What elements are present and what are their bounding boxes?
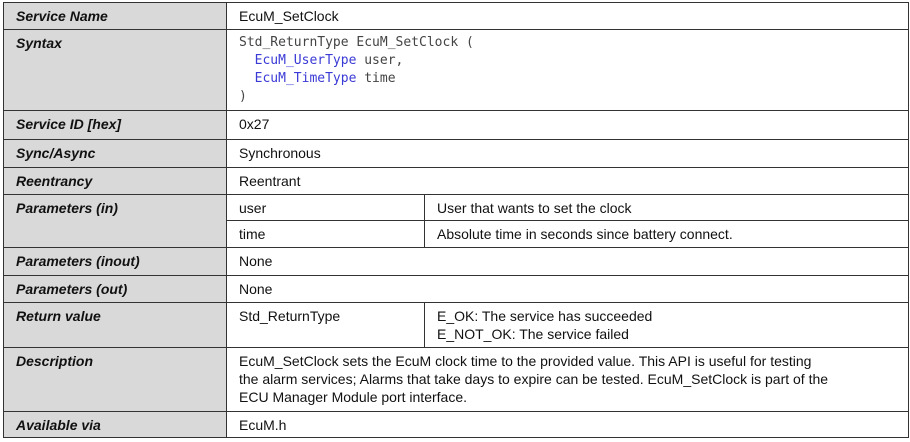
value-service-id: 0x27	[226, 110, 909, 140]
label-sync-async: Sync/Async	[3, 139, 227, 168]
syntax-line-param-user: EcuM_UserType user,	[239, 52, 896, 70]
label-service-name: Service Name	[3, 2, 227, 30]
row-params-inout: Parameters (inout) None	[3, 247, 909, 276]
row-params-in-user: Parameters (in) user User that wants to …	[3, 194, 909, 248]
param-in-name: user	[226, 194, 425, 221]
value-reentrancy: Reentrant	[226, 167, 909, 195]
value-description: EcuM_SetClock sets the EcuM clock time t…	[226, 347, 909, 412]
row-available-via: Available via EcuM.h	[3, 411, 909, 438]
param-in-desc: User that wants to set the clock	[424, 194, 909, 221]
description-line: EcuM_SetClock sets the EcuM clock time t…	[239, 353, 812, 369]
syntax-line-param-time: EcuM_TimeType time	[239, 70, 896, 88]
return-code-ok: E_OK: The service has succeeded	[437, 308, 653, 324]
label-service-id: Service ID [hex]	[3, 110, 227, 140]
label-syntax: Syntax	[3, 29, 227, 111]
param-type-time: EcuM_TimeType	[254, 71, 357, 86]
label-params-inout: Parameters (inout)	[3, 247, 227, 276]
row-return-value: Return value Std_ReturnType E_OK: The se…	[3, 302, 909, 348]
value-syntax: Std_ReturnType EcuM_SetClock ( EcuM_User…	[226, 29, 909, 111]
return-codes: E_OK: The service has succeeded E_NOT_OK…	[424, 302, 909, 348]
label-reentrancy: Reentrancy	[3, 167, 227, 195]
value-sync-async: Synchronous	[226, 139, 909, 168]
param-name-user: user,	[356, 53, 404, 68]
param-in-desc: Absolute time in seconds since battery c…	[424, 220, 909, 248]
syntax-line-signature: Std_ReturnType EcuM_SetClock (	[239, 35, 474, 50]
label-params-in: Parameters (in)	[3, 194, 227, 248]
return-code-not-ok: E_NOT_OK: The service failed	[437, 326, 629, 342]
row-sync-async: Sync/Async Synchronous	[3, 139, 909, 168]
description-line: the alarm services; Alarms that take day…	[239, 371, 829, 387]
row-service-id: Service ID [hex] 0x27	[3, 110, 909, 140]
value-available-via: EcuM.h	[226, 411, 909, 438]
param-name-time: time	[356, 71, 396, 86]
return-type: Std_ReturnType	[226, 302, 425, 348]
syntax-line-close: )	[239, 89, 247, 104]
description-line: ECU Manager Module port interface.	[239, 389, 467, 405]
row-syntax: Syntax Std_ReturnType EcuM_SetClock ( Ec…	[3, 29, 909, 111]
row-reentrancy: Reentrancy Reentrant	[3, 167, 909, 195]
param-in-name: time	[226, 220, 425, 248]
row-params-out: Parameters (out) None	[3, 275, 909, 303]
value-service-name: EcuM_SetClock	[226, 2, 909, 30]
row-service-name: Service Name EcuM_SetClock	[3, 2, 909, 30]
label-params-out: Parameters (out)	[3, 275, 227, 303]
value-params-inout: None	[226, 247, 909, 276]
value-params-out: None	[226, 275, 909, 303]
service-spec-table: Service Name EcuM_SetClock Syntax Std_Re…	[3, 2, 909, 438]
param-type-user: EcuM_UserType	[254, 53, 357, 68]
row-params-in-time: time Absolute time in seconds since batt…	[4, 220, 909, 248]
label-return-value: Return value	[3, 302, 227, 348]
row-description: Description EcuM_SetClock sets the EcuM …	[3, 347, 909, 412]
label-available-via: Available via	[3, 411, 227, 438]
label-description: Description	[3, 347, 227, 412]
